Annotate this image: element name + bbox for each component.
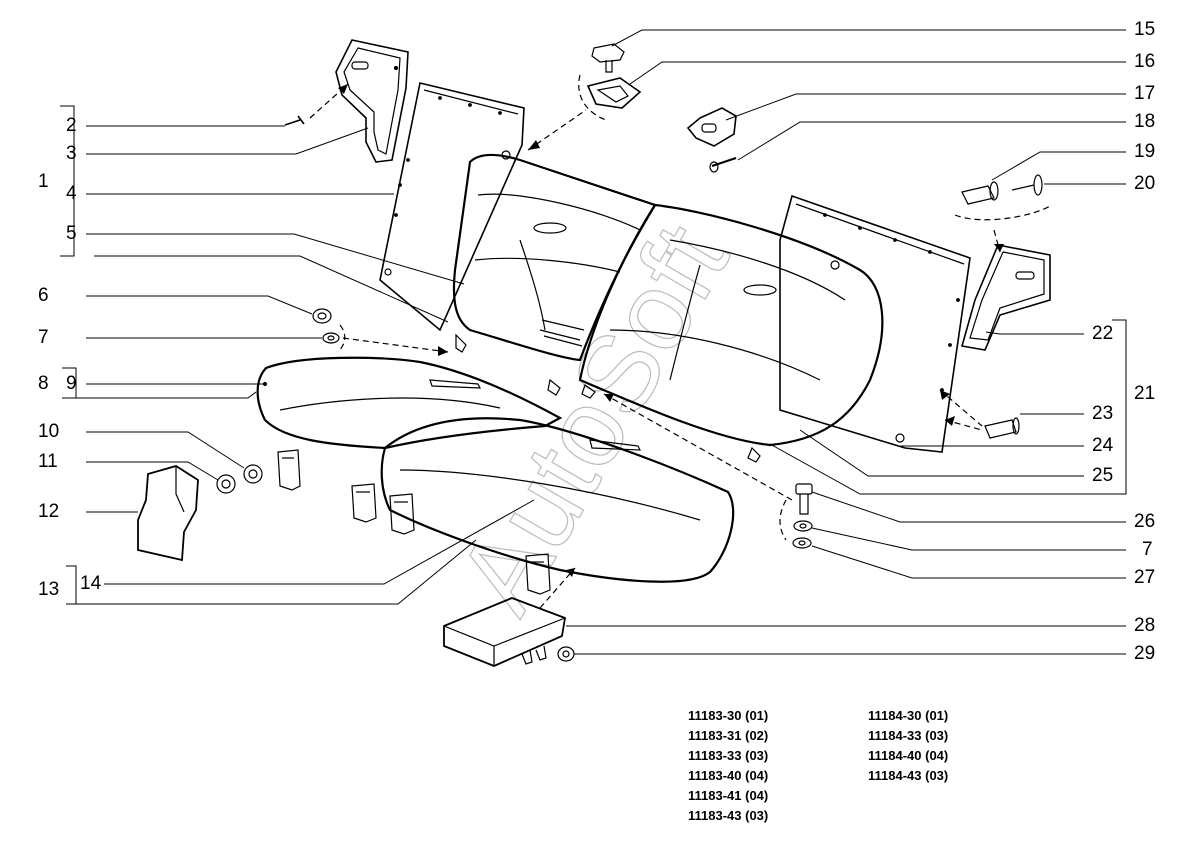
callout-7: 7 [38,327,49,348]
part-5-left-seatback [452,153,657,362]
callout-1: 1 [38,171,49,192]
code-right-item: 11184-33 (03) [868,728,949,743]
code-left-item: 11183-30 (01) [688,708,769,723]
part-6-nut [312,308,332,324]
seat-brackets [277,449,551,595]
callout-22: 22 [1092,323,1114,344]
part-7b-washer [793,520,813,532]
callout-10: 10 [38,421,60,442]
callout-23: 23 [1092,403,1114,424]
part-25-right-seatback [501,150,884,447]
code-right-item: 11184-43 (03) [868,768,949,783]
callout-24: 24 [1092,435,1114,456]
callout-15: 15 [1134,19,1156,40]
codes-right-list: 11184-30 (01) 11184-33 (03) 11184-40 (04… [868,706,948,786]
part-17-latch [686,107,737,147]
callout-9: 9 [66,373,77,394]
callout-4: 4 [66,183,77,204]
part-3-left-bracket [335,39,409,163]
code-left-item: 11183-43 (03) [688,808,769,823]
callout-19: 19 [1134,141,1156,162]
part-12-foam [137,465,199,562]
leader-lines [60,29,1127,655]
code-left-item: 11183-31 (02) [688,728,769,743]
part-26-bolt [795,483,813,515]
callout-11: 11 [38,451,58,472]
part-10-washer [243,464,263,484]
callout-21: 21 [1134,383,1156,404]
callout-17: 17 [1134,83,1156,104]
seatback-hinges [455,333,761,463]
callout-13: 13 [38,579,60,600]
callout-14: 14 [80,573,102,594]
callout-8: 8 [38,373,49,394]
codes-left-list: 11183-30 (01) 11183-31 (02) 11183-33 (03… [688,706,768,826]
callout-12: 12 [38,501,60,522]
callout-28: 28 [1134,615,1156,636]
part-20-rivet [954,174,1053,221]
part-14-right-cushion [380,417,735,583]
code-left-item: 11183-40 (04) [688,768,769,783]
code-right-item: 11184-40 (04) [868,748,949,763]
callout-26: 26 [1134,511,1156,532]
part-19-pin [961,181,999,205]
part-9-left-cushion [256,356,563,450]
arrow-heads [338,84,1004,577]
part-7-washer [322,324,346,353]
part-24-right-panel [779,194,971,453]
part-27-washer [779,499,812,549]
part-11-nut [216,474,236,494]
code-right-item: 11184-30 (01) [868,708,949,723]
callout-16: 16 [1134,51,1156,72]
callout-18: 18 [1134,111,1156,132]
callout-29: 29 [1134,643,1156,664]
code-left-item: 11183-33 (03) [688,748,769,763]
part-29-nut [557,646,575,662]
part-18-screw [709,157,737,173]
part-2-screw [284,115,305,126]
callout-2: 2 [66,115,77,136]
part-16-guide [578,74,642,121]
callout-7b: 7 [1142,539,1153,560]
part-23-pin [984,417,1020,439]
callout-25: 25 [1092,465,1114,486]
callout-5: 5 [66,223,77,244]
callout-20: 20 [1134,173,1156,194]
part-28-box [443,597,567,667]
callout-3: 3 [66,143,77,164]
callout-6: 6 [38,285,49,306]
code-left-item: 11183-41 (04) [688,788,769,803]
callout-27: 27 [1134,567,1156,588]
part-4-left-panel [379,82,525,332]
part-15-cap [591,43,625,73]
